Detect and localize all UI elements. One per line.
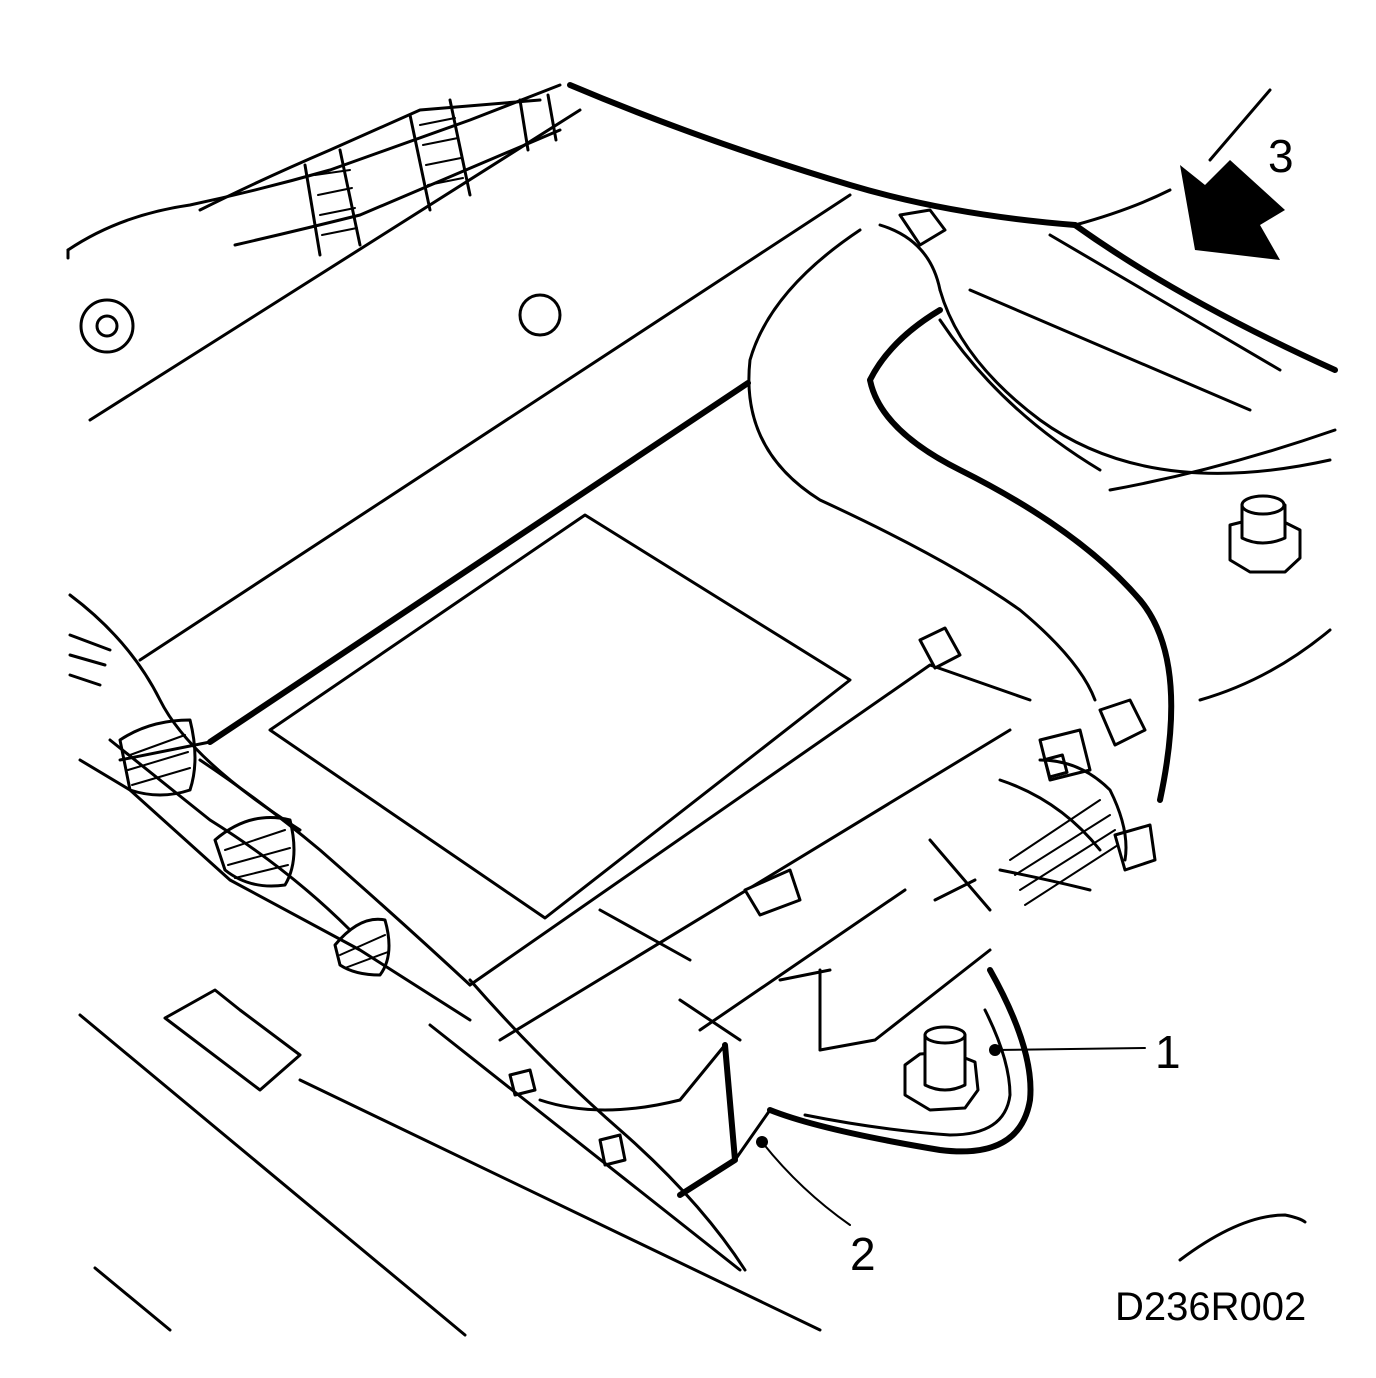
leader-dot-1 bbox=[989, 1044, 1001, 1056]
upper-harness bbox=[198, 93, 562, 257]
module-cover bbox=[677, 1042, 772, 1198]
callout-label-2: 2 bbox=[850, 1228, 876, 1280]
callout-label-3: 3 bbox=[1268, 130, 1294, 182]
rivet-hole-center bbox=[518, 293, 562, 337]
mounting-bracket bbox=[767, 967, 1034, 1155]
rivet-hole-left-inner bbox=[95, 314, 119, 338]
leader-line-2 bbox=[761, 1141, 851, 1226]
upper-floor-panel bbox=[66, 82, 1338, 745]
right-side-panel bbox=[968, 233, 1337, 702]
connector-assembly bbox=[743, 626, 1157, 917]
lower-harness bbox=[68, 593, 747, 1272]
panel-holes bbox=[79, 293, 562, 354]
leader-line-1 bbox=[994, 1047, 1146, 1051]
control-module bbox=[118, 513, 1032, 1112]
cable-loop bbox=[747, 208, 1332, 803]
lower-floor bbox=[78, 988, 1307, 1337]
callout-label-1: 1 bbox=[1155, 1026, 1181, 1078]
view-arrow-3 bbox=[1180, 160, 1285, 260]
leader-dot-2 bbox=[756, 1136, 768, 1148]
reference-code: D236R002 bbox=[1115, 1285, 1306, 1329]
leader-lines bbox=[756, 1044, 1146, 1226]
rivet-hole-left bbox=[79, 298, 135, 354]
bolt-right bbox=[1228, 494, 1302, 574]
